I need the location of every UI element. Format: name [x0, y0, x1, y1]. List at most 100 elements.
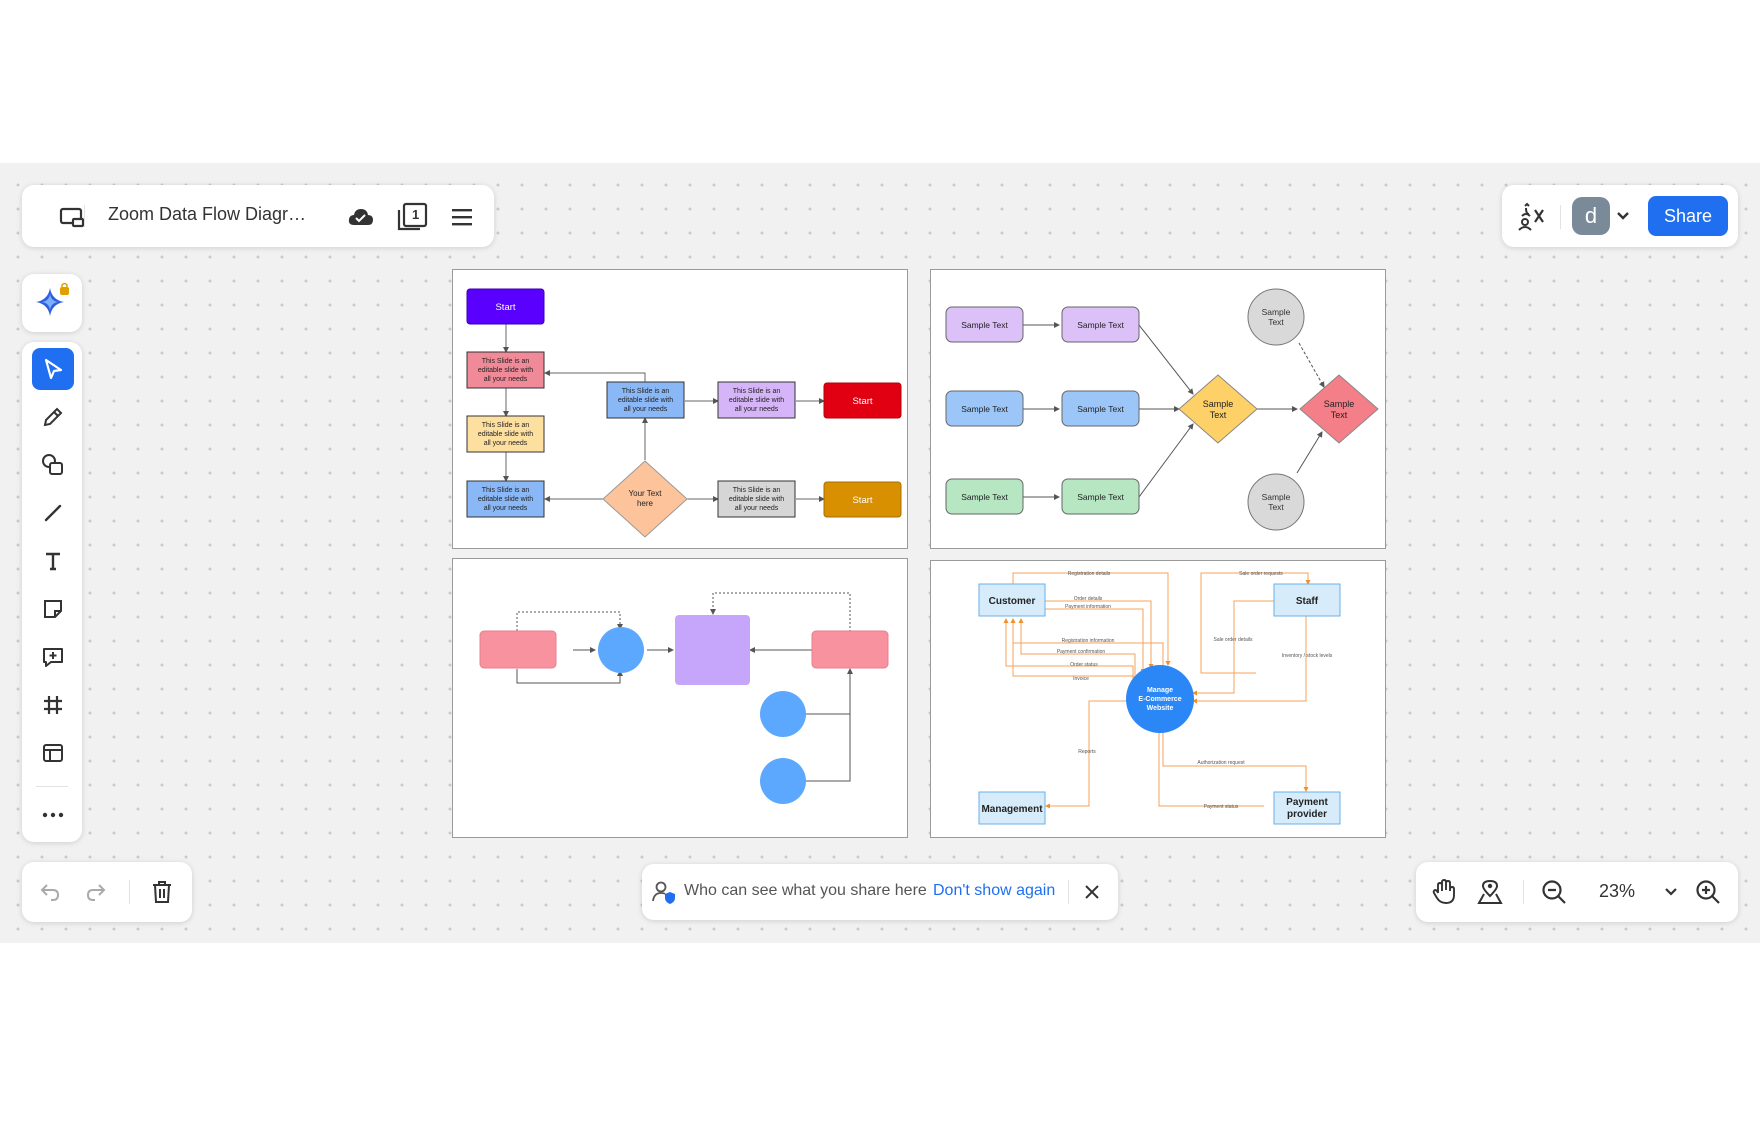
comment-tool[interactable]	[32, 636, 74, 678]
redo-icon[interactable]	[82, 878, 110, 906]
node-label: Sample Text	[1077, 320, 1124, 330]
sticky-note-tool[interactable]	[32, 588, 74, 630]
zoom-out-icon[interactable]	[1540, 878, 1568, 906]
zoom-in-icon[interactable]	[1694, 878, 1722, 906]
collaborators-icon[interactable]	[1516, 201, 1548, 233]
start-box-red: Start	[823, 382, 902, 419]
zoom-panel: 23%	[1416, 862, 1738, 922]
privacy-banner: Who can see what you share here Don't sh…	[642, 864, 1118, 920]
box-line: editable slide with	[729, 397, 784, 404]
slide-data-flow[interactable]: Registration details Sale order requests…	[930, 560, 1386, 838]
hamburger-menu-icon[interactable]	[448, 203, 476, 231]
shapes-icon	[42, 454, 63, 475]
more-tools[interactable]	[32, 794, 74, 836]
flow-label: Reports	[1078, 749, 1096, 755]
box-line: editable slide with	[478, 367, 533, 374]
circle-line: Text	[1268, 317, 1284, 327]
templates-icon	[43, 744, 63, 762]
share-button[interactable]: Share	[1648, 196, 1728, 236]
cursor-icon	[44, 358, 63, 380]
process-line: E-Commerce	[1138, 696, 1181, 703]
flow-label: Sale order details	[1214, 637, 1253, 643]
start-label: Start	[852, 396, 872, 407]
entity-customer: Customer	[978, 583, 1046, 617]
start-box-orange: Start	[823, 481, 902, 518]
document-title[interactable]: Zoom Data Flow Diagr…	[108, 204, 307, 224]
pen-icon	[43, 407, 63, 427]
circle-line: Text	[1268, 502, 1284, 512]
flow-label: Sale order requests	[1239, 571, 1283, 577]
close-icon[interactable]	[1078, 878, 1106, 906]
box-line: all your needs	[735, 505, 779, 512]
user-avatar[interactable]: d	[1572, 197, 1610, 235]
chevron-down-icon[interactable]	[1662, 883, 1680, 901]
entity-management: Management	[978, 791, 1046, 825]
shape-blue-circle	[760, 758, 806, 804]
shapes-tool[interactable]	[32, 444, 74, 486]
box-line: all your needs	[484, 376, 528, 383]
box-line: all your needs	[484, 440, 528, 447]
divider	[36, 786, 68, 787]
share-button-label: Share	[1663, 205, 1713, 226]
start-label: Start	[495, 302, 515, 313]
hand-pan-icon[interactable]	[1430, 878, 1458, 906]
node-left-1: Sample Text	[945, 306, 1024, 343]
process-line: Manage	[1147, 687, 1173, 694]
frame-tool[interactable]	[32, 684, 74, 726]
shape-blue-circle	[598, 627, 644, 673]
node-left-2: Sample Text	[945, 390, 1024, 427]
shape-red-rect-left	[479, 630, 557, 669]
line-tool[interactable]	[32, 492, 74, 534]
ai-sparkle-icon[interactable]	[32, 282, 72, 322]
tools-panel	[22, 342, 82, 842]
flow-label: Invoice	[1073, 676, 1089, 682]
box-line: This Slide is an	[482, 422, 530, 429]
flow-label: Authorization request	[1197, 760, 1245, 766]
select-tool[interactable]	[32, 348, 74, 390]
connectors	[1023, 322, 1325, 500]
banner-message: Who can see what you share here	[684, 882, 927, 899]
text-tool[interactable]	[32, 540, 74, 582]
process-box-purple: This Slide is an editable slide with all y…	[717, 381, 796, 419]
pages-icon[interactable]: 1	[396, 201, 428, 233]
shape-purple-square	[675, 615, 750, 685]
user-shield-icon	[650, 878, 678, 906]
box-line: This Slide is an	[733, 388, 781, 395]
entity-label: Staff	[1296, 596, 1319, 607]
pen-tool[interactable]	[32, 396, 74, 438]
text-icon	[46, 552, 60, 571]
trash-icon[interactable]	[148, 878, 176, 906]
dont-show-again-link[interactable]: Don't show again	[933, 882, 1056, 899]
node-label: Sample Text	[961, 492, 1008, 502]
slide-shapes[interactable]	[452, 558, 908, 838]
flow-label: Registration details	[1068, 571, 1111, 577]
cloud-saved-icon[interactable]	[347, 203, 375, 231]
slide-sample-flow[interactable]: Sample Text Sample Text Sample Text Samp…	[930, 269, 1386, 549]
zoom-level[interactable]: 23%	[1599, 881, 1636, 901]
undo-icon[interactable]	[36, 878, 64, 906]
share-panel: d Share	[1502, 185, 1738, 247]
circle-line: Sample	[1262, 492, 1291, 502]
box-line: all your needs	[735, 406, 779, 413]
node-label: Sample Text	[961, 320, 1008, 330]
map-pin-icon[interactable]	[1476, 878, 1504, 906]
slide-flowchart[interactable]: Start This Slide is an editable slide wit…	[452, 269, 908, 549]
templates-tool[interactable]	[32, 732, 74, 774]
divider	[84, 205, 85, 227]
circle-line: Sample	[1262, 307, 1291, 317]
history-panel	[22, 862, 192, 922]
chevron-down-icon[interactable]	[1614, 207, 1632, 225]
board-menu-icon[interactable]	[58, 203, 86, 231]
